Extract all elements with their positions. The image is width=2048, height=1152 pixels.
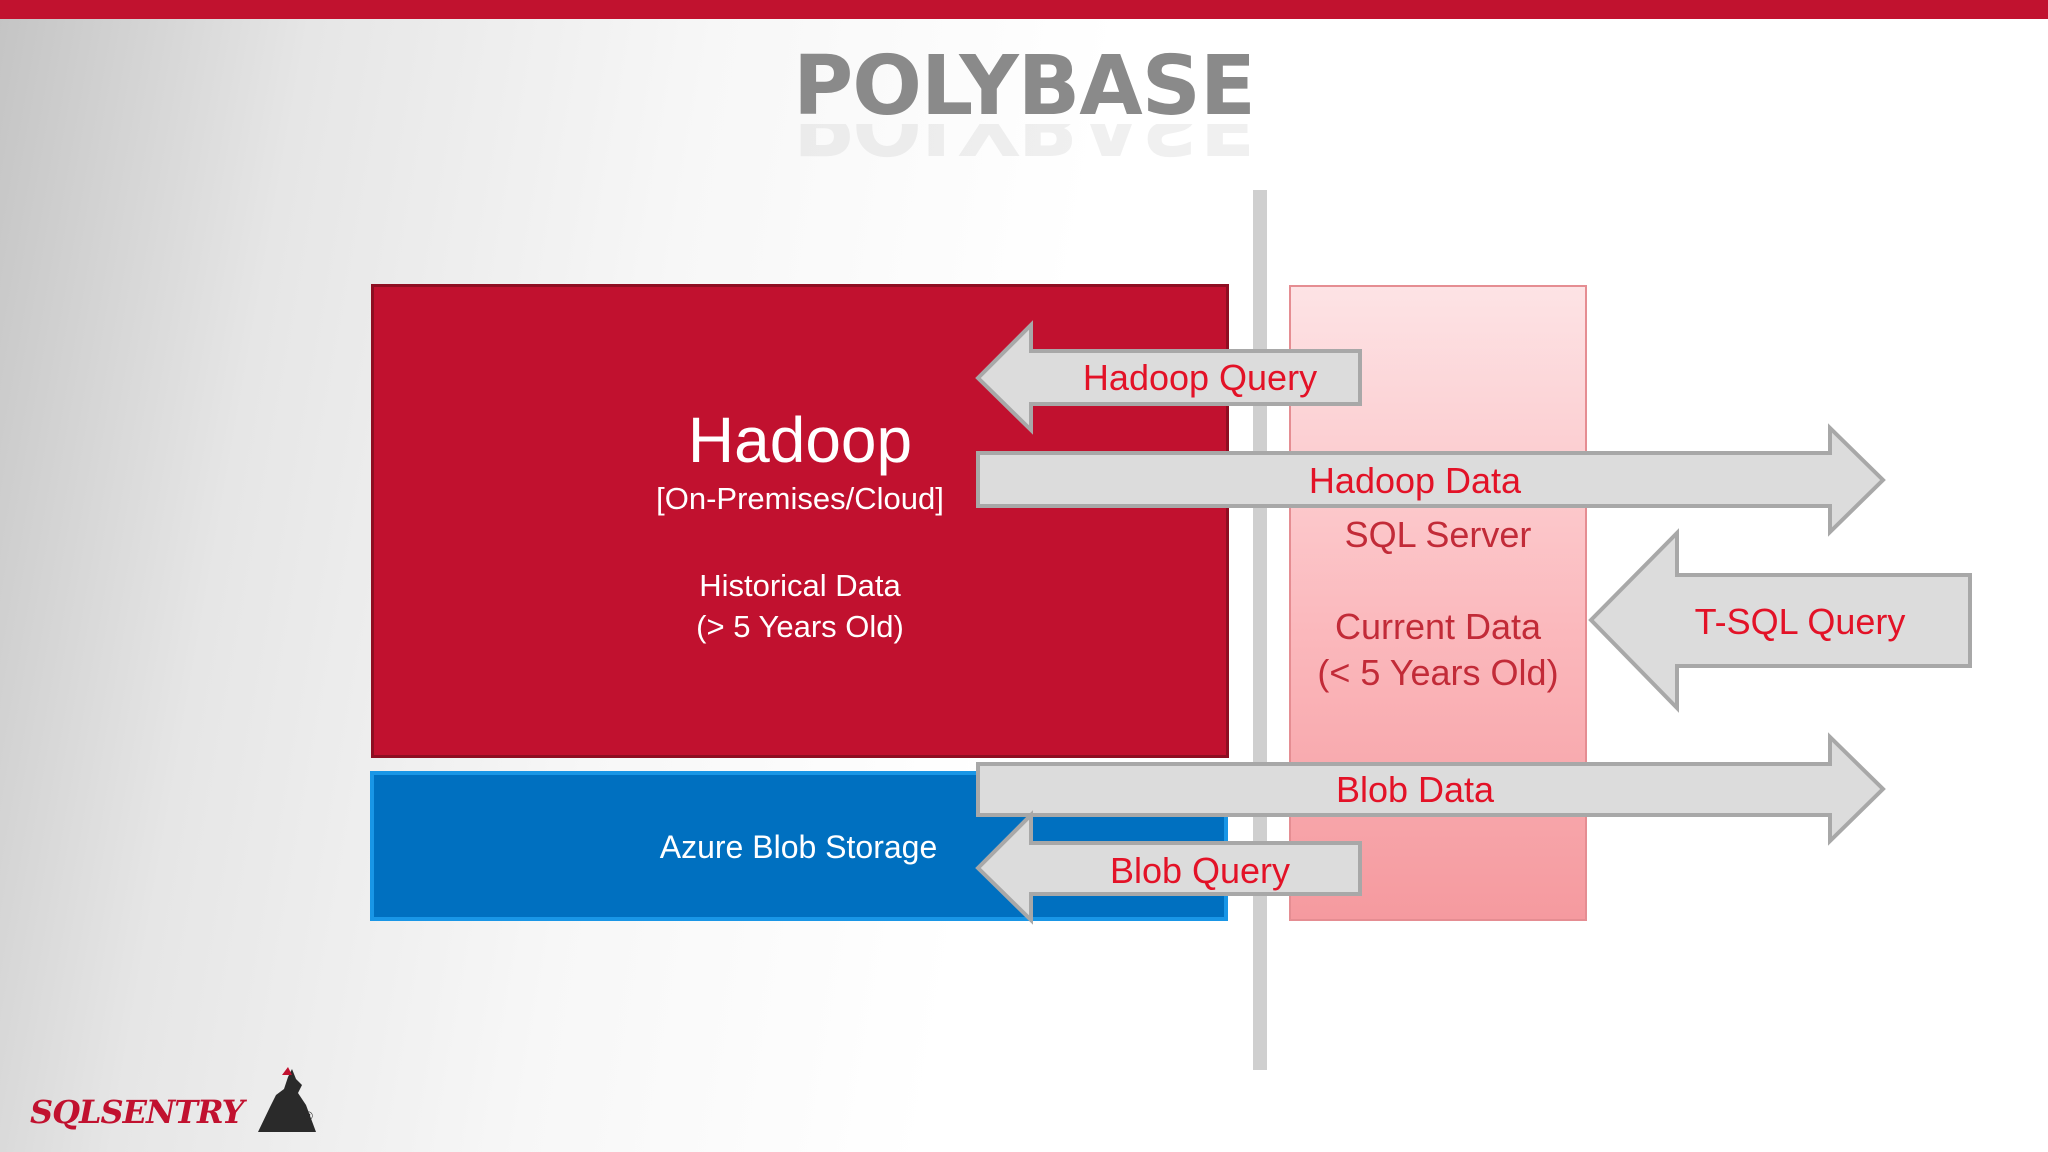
registered-mark: ®: [304, 1109, 313, 1123]
hadoop-query-label: Hadoop Query: [1082, 357, 1318, 398]
sql-server-title: SQL Server: [1344, 514, 1532, 555]
sqlsentry-logo: SQLSENTRY ®: [30, 1065, 320, 1135]
hadoop-data-line1: Historical Data: [699, 568, 901, 603]
hadoop-data-arrow: [976, 423, 1886, 537]
blob-data-arrow: [976, 732, 1886, 846]
slide-title: POLYBASE: [793, 39, 1256, 134]
sql-data-line2: (< 5 Years Old): [1317, 652, 1559, 693]
hadoop-title: Hadoop: [687, 404, 913, 476]
sqlsentry-logo-text: SQLSENTRY: [30, 1093, 244, 1131]
sentry-mascot-icon: [258, 1067, 316, 1132]
hadoop-deployment: [On-Premises/Cloud]: [656, 481, 944, 516]
blob-query-label: Blob Query: [1109, 850, 1291, 891]
tsql-query-arrow: [1588, 528, 1972, 713]
sql-data-line1: Current Data: [1334, 606, 1542, 647]
blob-data-label: Blob Data: [1335, 769, 1495, 810]
azure-blob-label: Azure Blob Storage: [659, 829, 938, 865]
hadoop-query-arrow: [975, 320, 1362, 435]
tsql-query-label: T-SQL Query: [1694, 601, 1906, 642]
hadoop-data-line2: (> 5 Years Old): [696, 609, 904, 644]
top-accent-bar: [0, 0, 2048, 19]
blob-query-arrow: [975, 810, 1362, 925]
hadoop-data-label: Hadoop Data: [1308, 460, 1522, 501]
